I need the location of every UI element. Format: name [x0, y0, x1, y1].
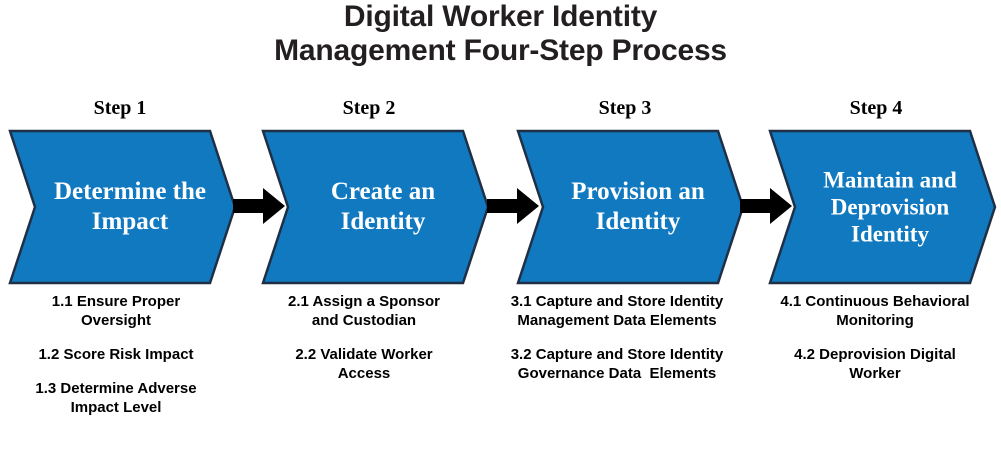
arrow-step3-to-step4 [740, 188, 792, 224]
substep-1-2: 1.2 Score Risk Impact [4, 345, 228, 364]
substep-1-3-line-2: Impact Level [70, 399, 162, 416]
substep-column-4: 4.1 Continuous Behavioral Monitoring 4.2… [752, 292, 998, 398]
chevron-step-4[interactable]: Maintain and Deprovision Identity [768, 129, 997, 285]
substep-1-1-line-2: Oversight [80, 312, 152, 329]
substep-3-1: 3.1 Capture and Store Identity Managemen… [483, 292, 751, 330]
page-title-line-1: Digital Worker Identity [343, 0, 658, 33]
substep-column-3: 3.1 Capture and Store Identity Managemen… [483, 292, 751, 398]
step-header-4: Step 4 [849, 97, 903, 119]
chevron-shape-1 [8, 129, 237, 285]
substep-column-2: 2.1 Assign a Sponsor and Custodian 2.2 V… [252, 292, 476, 398]
arrow-step1-to-step2 [233, 188, 285, 224]
right-arrow-icon [740, 188, 792, 224]
substep-1-3-line-1: 1.3 Determine Adverse [35, 380, 197, 397]
step-header-3: Step 3 [598, 97, 652, 119]
substep-1-1-line-1: 1.1 Ensure Proper [51, 293, 181, 310]
substep-2-2-line-2: Access [337, 365, 391, 382]
process-flow-band: Determine the Impact Create an Identity … [0, 129, 1001, 290]
right-arrow-icon [233, 188, 285, 224]
substep-columns: 1.1 Ensure Proper Oversight 1.2 Score Ri… [0, 292, 1001, 450]
substep-3-2: 3.2 Capture and Store Identity Governanc… [483, 345, 751, 383]
step-header-2: Step 2 [342, 97, 396, 119]
substep-4-2: 4.2 Deprovision Digital Worker [752, 345, 998, 383]
substep-2-1-line-1: 2.1 Assign a Sponsor [288, 293, 440, 310]
substep-1-3: 1.3 Determine Adverse Impact Level [4, 379, 228, 417]
chevron-step-3[interactable]: Provision an Identity [516, 129, 745, 285]
page-title-line-2: Management Four-Step Process [274, 34, 727, 67]
substep-3-2-line-1: 3.2 Capture and Store Identity [510, 346, 724, 363]
substep-4-1-line-1: 4.1 Continuous Behavioral [780, 293, 970, 310]
substep-3-1-line-1: 3.1 Capture and Store Identity [510, 293, 724, 310]
substep-4-2-line-2: Worker [849, 365, 901, 382]
arrow-step2-to-step3 [487, 188, 539, 224]
chevron-shape-3 [516, 129, 745, 285]
substep-2-2: 2.2 Validate Worker Access [252, 345, 476, 383]
substep-2-1-line-2: and Custodian [311, 312, 417, 329]
substep-1-2-line-1: 1.2 Score Risk Impact [38, 346, 194, 363]
substep-2-1: 2.1 Assign a Sponsor and Custodian [252, 292, 476, 330]
step-header-row: Step 1 Step 2 Step 3 Step 4 [0, 96, 1001, 126]
substep-1-1: 1.1 Ensure Proper Oversight [4, 292, 228, 330]
substep-4-2-line-1: 4.2 Deprovision Digital [794, 346, 956, 363]
page-title: Digital Worker Identity Management Four-… [0, 0, 1001, 68]
chevron-shape-4 [768, 129, 997, 285]
chevron-step-1[interactable]: Determine the Impact [8, 129, 237, 285]
substep-3-1-line-2: Management Data Elements [517, 312, 717, 329]
substep-3-2-line-2: Governance Data Elements [517, 365, 717, 382]
substep-column-1: 1.1 Ensure Proper Oversight 1.2 Score Ri… [4, 292, 228, 432]
substep-4-1: 4.1 Continuous Behavioral Monitoring [752, 292, 998, 330]
substep-4-1-line-2: Monitoring [836, 312, 914, 329]
right-arrow-icon [487, 188, 539, 224]
step-header-1: Step 1 [93, 97, 147, 119]
chevron-step-2[interactable]: Create an Identity [261, 129, 490, 285]
chevron-shape-2 [261, 129, 490, 285]
substep-2-2-line-1: 2.2 Validate Worker [295, 346, 433, 363]
